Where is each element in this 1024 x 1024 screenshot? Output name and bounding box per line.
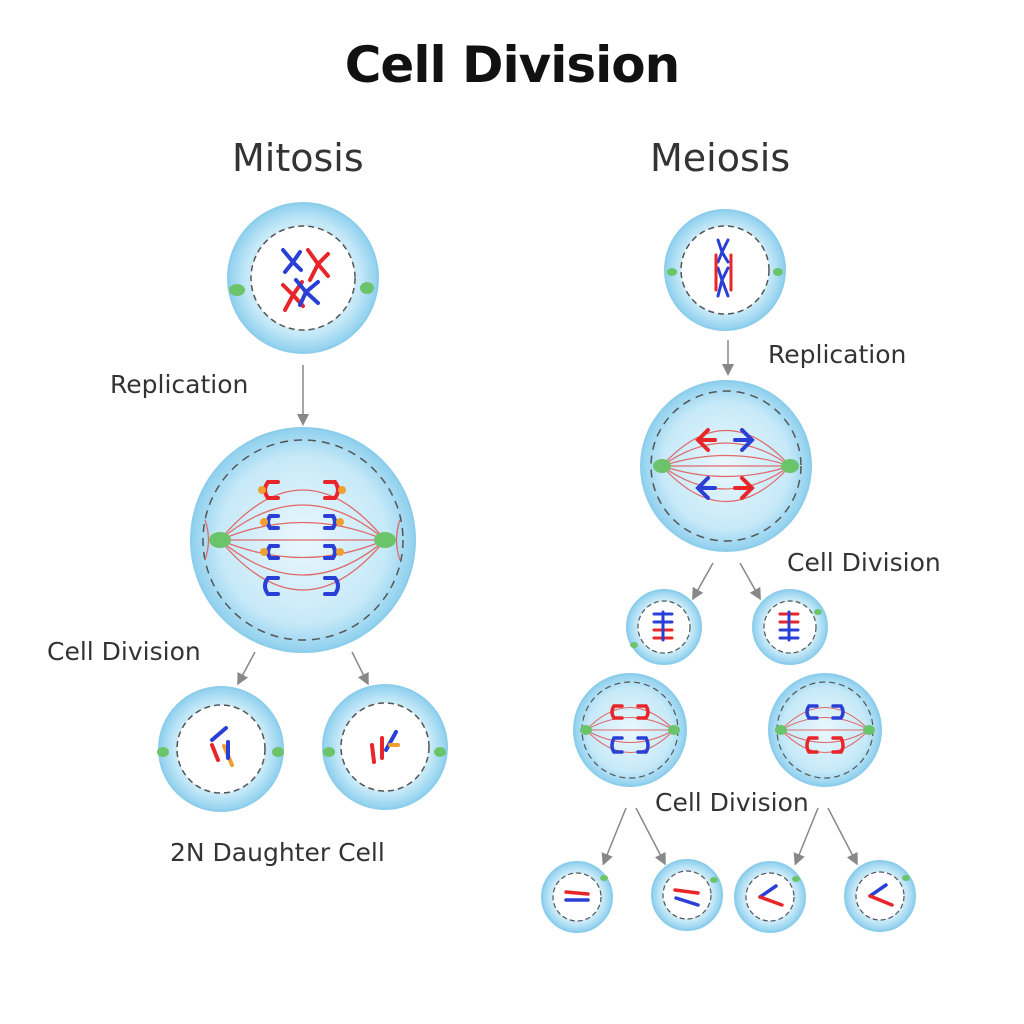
mitosis-daughter-cell-left [157,686,284,812]
meiosis-replication-label: Replication [768,340,907,369]
meiosis-metaphase-2-right [768,673,882,787]
mitosis-arrow-2 [237,651,256,686]
meiosis-daughter-cell-1-left [626,589,702,665]
mitosis-parent-cell [227,202,379,354]
mitosis-division-label: Cell Division [47,637,201,666]
meiosis-metaphase-2-left [573,673,687,787]
mitosis-heading: Mitosis [232,136,364,180]
meiosis-gamete-1 [541,861,613,933]
meiosis-parent-cell [664,209,786,331]
meiosis-metaphase-1-cell [640,380,812,552]
mitosis-replication-label: Replication [110,370,249,399]
meiosis-gamete-2 [651,859,723,931]
meiosis-gamete-4 [844,860,916,932]
diagram-title: Cell Division [344,36,681,94]
mitosis-result-label: 2N Daughter Cell [170,838,385,867]
meiosis-division-label-1: Cell Division [787,548,941,577]
meiosis-arrow-6 [793,807,819,866]
meiosis-arrow-5 [635,807,666,866]
meiosis-division-label-2: Cell Division [655,788,809,817]
mitosis-daughter-cell-right [322,684,448,810]
meiosis-arrow-4 [601,807,627,866]
meiosis-gamete-3 [734,861,806,933]
mitosis-metaphase-cell [190,427,416,653]
mitosis-arrow-3 [351,651,369,686]
meiosis-arrow-2 [692,562,714,601]
meiosis-daughter-cell-1-right [752,589,828,665]
meiosis-arrow-7 [827,807,858,866]
meiosis-arrow-3 [739,562,761,601]
meiosis-heading: Meiosis [650,136,791,180]
